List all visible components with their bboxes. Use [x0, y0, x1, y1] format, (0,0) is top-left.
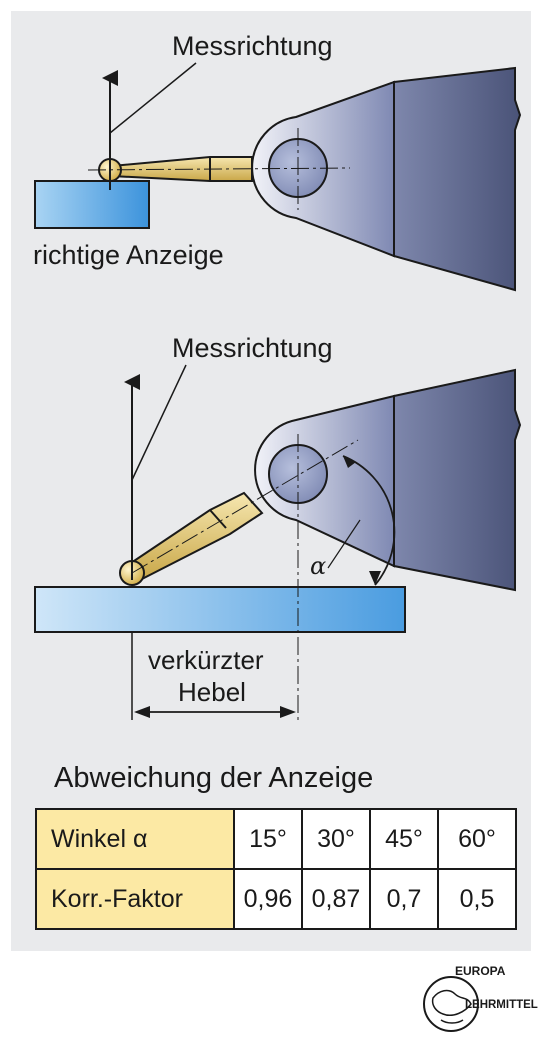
row-label-factor: Korr.-Faktor	[35, 868, 235, 930]
europa-lehrmittel-logo: EUROPA LEHRMITTEL	[423, 964, 538, 1032]
angle-arc	[342, 455, 396, 586]
table-cell: 60°	[437, 808, 517, 870]
table-cell: 0,87	[301, 868, 371, 930]
top-direction-label: Messrichtung	[172, 31, 333, 61]
lever-label-line2: Hebel	[178, 677, 246, 707]
top-leader-line	[109, 62, 197, 134]
correction-table: Winkel α 15° 30° 45° 60° Korr.-Faktor 0,…	[35, 808, 517, 930]
bottom-leader-line	[131, 364, 187, 481]
bottom-diagram	[34, 364, 522, 720]
row-label-angle: Winkel α	[35, 808, 235, 870]
table-cell: 0,5	[437, 868, 517, 930]
angle-label: α	[310, 552, 327, 580]
table-cell: 15°	[233, 808, 303, 870]
logo-text-side: LEHRMITTEL	[465, 999, 538, 1011]
top-caption: richtige Anzeige	[33, 240, 224, 270]
top-diagram	[34, 62, 522, 292]
bottom-direction-label: Messrichtung	[172, 333, 333, 363]
bottom-gauge-housing	[393, 368, 522, 592]
table-row-angle: Winkel α 15° 30° 45° 60°	[35, 808, 517, 870]
top-gauge-housing	[393, 66, 522, 292]
table-row-factor: Korr.-Faktor 0,96 0,87 0,7 0,5	[35, 868, 517, 930]
table-cell: 0,7	[369, 868, 439, 930]
table-cell: 45°	[369, 808, 439, 870]
lever-label-line1: verkürzter	[148, 645, 264, 675]
table-title: Abweichung der Anzeige	[54, 762, 374, 794]
top-workpiece	[34, 180, 150, 229]
table-cell: 30°	[301, 808, 371, 870]
table-cell: 0,96	[233, 868, 303, 930]
bottom-workpiece	[34, 586, 406, 633]
logo-text-top: EUROPA	[455, 964, 506, 978]
